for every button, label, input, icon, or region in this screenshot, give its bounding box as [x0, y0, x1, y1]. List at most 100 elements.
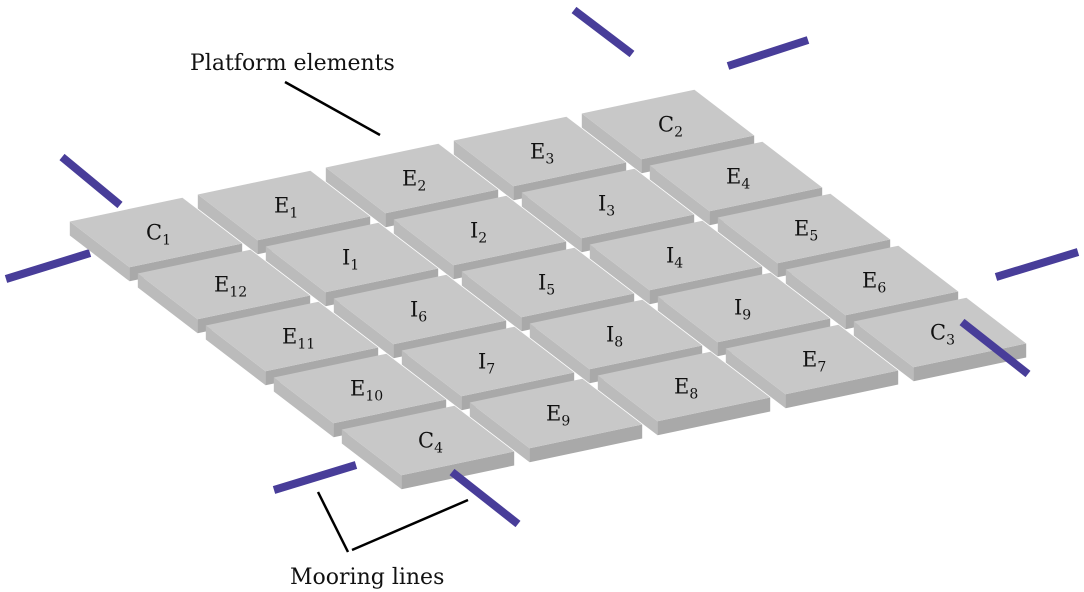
mooring-line-c2-upper [571, 6, 635, 58]
module-label: E7 [802, 348, 826, 376]
mooring-lines-leader-right [351, 498, 469, 552]
module-top [333, 274, 507, 345]
platform-module-E9: E9 [469, 378, 643, 463]
mooring-lines-annotation: Mooring lines [290, 565, 444, 590]
mooring-lines-front [272, 248, 1080, 528]
module-side-front [401, 451, 515, 490]
module-top [529, 299, 703, 370]
module-label: C1 [146, 221, 171, 249]
module-side-left [401, 350, 462, 411]
module-side-left [581, 113, 642, 174]
module-label: E4 [726, 165, 750, 193]
module-label: E2 [402, 167, 426, 195]
module-side-left [325, 167, 386, 228]
module-top [597, 351, 771, 422]
module-label: E10 [350, 377, 383, 405]
module-side-left [589, 244, 650, 305]
module-top [725, 324, 899, 395]
mooring-line-c2-right [726, 36, 810, 70]
module-top [265, 222, 439, 293]
mooring-line-c4-right [449, 468, 521, 528]
module-side-front [657, 397, 771, 436]
module-label: I7 [478, 350, 495, 378]
mooring-line-c1-upper [59, 153, 123, 209]
module-label: I5 [538, 271, 555, 299]
module-label: I6 [410, 298, 427, 326]
module-label: C4 [418, 429, 443, 457]
module-side-left [725, 348, 786, 409]
platform-module-E6: E6 [785, 245, 959, 330]
module-side-left [453, 140, 514, 201]
module-top [341, 405, 515, 476]
module-label: E6 [862, 269, 886, 297]
module-label: E11 [282, 325, 315, 353]
module-side-left [333, 298, 394, 359]
module-side-left [265, 246, 326, 307]
platform-module-E3: E3 [453, 116, 627, 201]
module-side-left [529, 323, 590, 384]
module-top [401, 326, 575, 397]
module-top [853, 297, 1027, 368]
mooring-line-c3-lower [959, 318, 1031, 378]
module-side-left [521, 192, 582, 253]
module-label: I8 [606, 323, 623, 351]
platform-elements-annotation: Platform elements [190, 51, 395, 76]
module-label: E3 [530, 140, 554, 168]
module-top [69, 197, 243, 268]
module-side-front [529, 424, 643, 463]
module-side-left [341, 429, 402, 490]
platform-module-I7: I7 [401, 326, 575, 411]
platform-module-I6: I6 [333, 274, 507, 359]
platform-module-I1: I1 [265, 222, 439, 307]
module-label: I3 [598, 192, 615, 220]
module-side-left [597, 375, 658, 436]
module-side-left [649, 165, 710, 226]
module-top [521, 168, 695, 239]
mooring-line-c1-lower [4, 249, 92, 283]
module-side-left [785, 269, 846, 330]
platform-module-C4: C4 [341, 405, 515, 490]
module-label: E9 [546, 402, 570, 430]
platform-module-E11: E11 [205, 301, 379, 386]
mooring-line-c3-right [994, 248, 1080, 281]
module-label: C3 [930, 321, 955, 349]
module-top [273, 353, 447, 424]
module-top [325, 143, 499, 214]
module-side-left [273, 377, 334, 438]
platform-module-E2: E2 [325, 143, 499, 228]
module-side-left [393, 219, 454, 280]
platform-module-I2: I2 [393, 195, 567, 280]
module-label: E1 [274, 194, 298, 222]
module-label: E5 [794, 217, 818, 245]
platform-elements-leader [284, 80, 381, 137]
module-label: I2 [470, 219, 487, 247]
module-side-front [785, 370, 899, 409]
module-side-left [461, 271, 522, 332]
platform-module-E12: E12 [137, 249, 311, 334]
module-label: I4 [666, 244, 683, 272]
module-top [461, 247, 635, 318]
module-side-left [137, 273, 198, 334]
module-top [657, 272, 831, 343]
module-label: E12 [214, 273, 247, 301]
platform-module-E8: E8 [597, 351, 771, 436]
module-label: I1 [342, 246, 359, 274]
module-side-left [853, 321, 914, 382]
platform-module-C2: C2 [581, 89, 755, 174]
module-side-left [69, 221, 130, 282]
module-top [581, 89, 755, 160]
module-label: C2 [658, 113, 683, 141]
module-side-left [657, 296, 718, 357]
annotations: Platform elements Mooring lines [190, 51, 469, 590]
module-side-left [197, 194, 258, 255]
module-top [785, 245, 959, 316]
mooring-lines-back [4, 6, 810, 283]
module-label: I9 [734, 296, 751, 324]
module-label: E8 [674, 375, 698, 403]
module-top [137, 249, 311, 320]
module-top [717, 193, 891, 264]
module-top [197, 170, 371, 241]
